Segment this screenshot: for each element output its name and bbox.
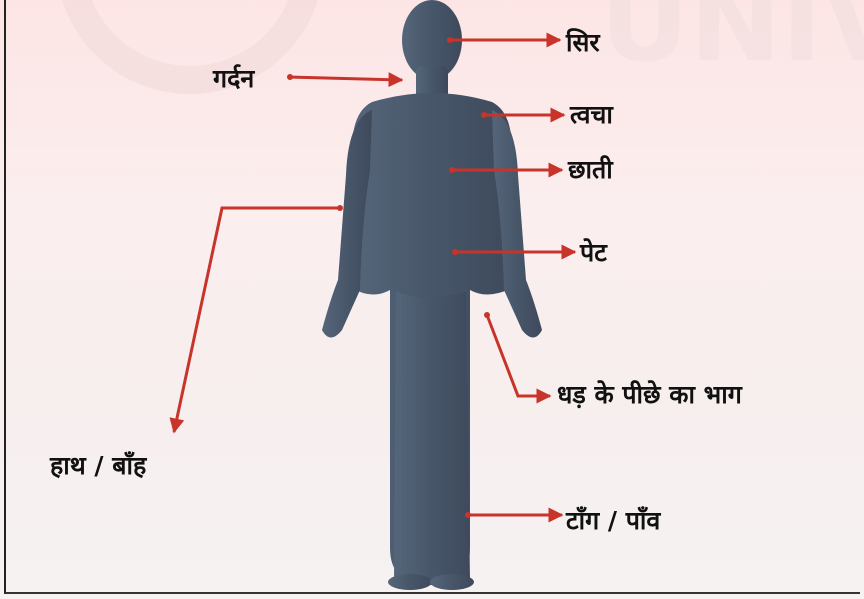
label-head: सिर [566, 30, 600, 55]
label-skin: त्वचा [570, 102, 613, 127]
label-chest: छाती [568, 157, 613, 182]
label-stomach: पेट [580, 240, 607, 265]
label-back: धड़ के पीछे का भाग [557, 382, 742, 407]
arrow-neck [288, 77, 402, 80]
human-body-silhouette [322, 0, 542, 590]
arrow-arm [174, 208, 340, 432]
watermark-background: UNIV [70, 0, 864, 86]
label-neck: गर्दन [213, 66, 254, 91]
label-arm: हाथ / बाँह [50, 453, 146, 478]
label-leg: टाँग / पाँव [566, 508, 660, 533]
svg-text:UNIV: UNIV [600, 0, 864, 86]
